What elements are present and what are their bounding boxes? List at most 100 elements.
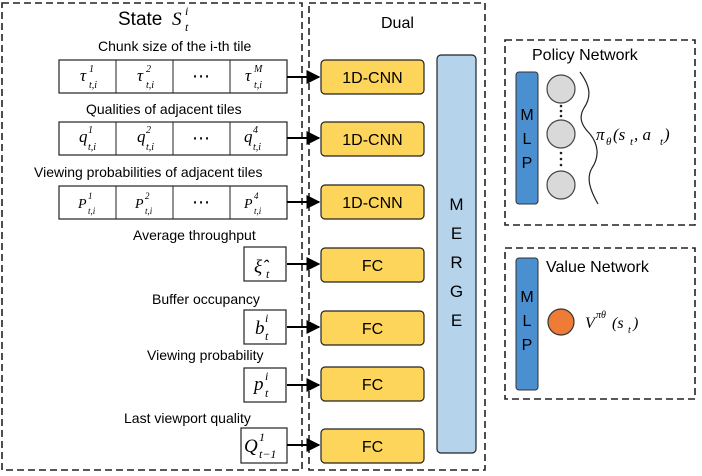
- cell-p-2: P 2 t,i: [134, 191, 153, 216]
- scalar-input-buffer: [243, 309, 287, 345]
- svg-text:V: V: [585, 315, 597, 332]
- svg-text:i: i: [265, 369, 268, 383]
- value-output-node: [547, 308, 575, 336]
- cell-Q: Q 1 t−1: [244, 430, 276, 461]
- svg-text:t,i: t,i: [88, 142, 96, 153]
- svg-text:P: P: [77, 197, 87, 212]
- svg-text:t: t: [265, 329, 269, 343]
- svg-text:t,i: t,i: [88, 206, 96, 216]
- row-label-average-throughput: Average throughput: [133, 227, 256, 243]
- svg-text:q: q: [244, 127, 253, 146]
- state-title-sup: i: [185, 4, 188, 18]
- state-panel: [1, 2, 303, 471]
- svg-text:t,i: t,i: [146, 142, 154, 153]
- fc-block-label: FC: [362, 258, 383, 275]
- scalar-input-viewing-probability: [243, 367, 287, 403]
- mlp-letter: L: [523, 313, 532, 330]
- mlp-letter: L: [523, 131, 532, 148]
- cnn-block-label: 1D-CNN: [342, 70, 402, 87]
- svg-text:1: 1: [88, 191, 93, 201]
- row-label-buffer-occupancy: Buffer occupancy: [152, 291, 260, 307]
- svg-text:P: P: [134, 197, 144, 212]
- cell-p-1: P 1 t,i: [77, 191, 96, 216]
- fc-block-label: FC: [362, 439, 383, 456]
- svg-text:2: 2: [145, 191, 150, 201]
- cell-xi: ξ̂ t: [254, 257, 270, 281]
- row-label-chunk-size: Chunk size of the i-th tile: [98, 38, 252, 54]
- svg-text:t−1: t−1: [259, 447, 276, 461]
- policy-network-title: Policy Network: [532, 47, 639, 64]
- fc-block-buffer: [320, 310, 425, 346]
- mlp-letter: M: [520, 289, 533, 306]
- cell-q-2: q 2 t,i: [137, 125, 154, 153]
- cell-tau-2: τ 2 t,i: [137, 64, 154, 91]
- svg-text:θ: θ: [606, 136, 612, 148]
- svg-text:): ): [632, 315, 638, 332]
- fc-block-viewing-probability: [320, 366, 425, 402]
- svg-text:t: t: [266, 267, 270, 281]
- merge-letter: E: [451, 311, 462, 330]
- svg-text:i: i: [265, 311, 268, 325]
- svg-text:P: P: [243, 197, 253, 212]
- svg-text:4: 4: [253, 125, 258, 136]
- value-output-label: V πθ (s t ): [585, 310, 638, 336]
- cell-ellipsis: ⋯: [192, 192, 210, 212]
- svg-text:2: 2: [146, 64, 151, 75]
- svg-text:q: q: [79, 127, 88, 146]
- value-mlp-block: [515, 257, 539, 391]
- merge-bar: [436, 54, 477, 454]
- merge-letter: G: [450, 282, 463, 301]
- cell-ellipsis: ⋯: [192, 128, 210, 148]
- cnn-block-qualities: [320, 121, 425, 157]
- row-label-viewing-probabilities: Viewing probabilities of adjacent tiles: [34, 164, 263, 180]
- fc-block-throughput: [320, 247, 425, 283]
- svg-text:t: t: [265, 386, 269, 400]
- policy-mlp-block: [515, 71, 539, 205]
- mlp-letter: P: [522, 337, 533, 354]
- cell-p-4: P 4 t,i: [243, 191, 262, 216]
- policy-output-node: [546, 170, 576, 200]
- cell-b: b i t: [255, 311, 269, 343]
- policy-output-node: [546, 119, 576, 149]
- policy-output-label: π θ (s t , a t ): [596, 125, 670, 148]
- cell-tau-m: τ M t,i: [245, 64, 263, 91]
- merge-label: M E R G E: [449, 195, 463, 330]
- svg-text:1: 1: [259, 430, 265, 444]
- mlp-letter: M: [520, 107, 533, 124]
- cell-p: p i t: [252, 369, 269, 400]
- fc-block-label: FC: [362, 321, 383, 338]
- state-title-text: State: [118, 9, 162, 30]
- state-title-sub: t: [185, 20, 189, 34]
- fc-block-last-quality: [320, 428, 425, 464]
- mlp-letter: P: [522, 155, 533, 172]
- svg-text:π: π: [596, 125, 605, 144]
- cell-q-1: q 1 t,i: [79, 125, 96, 153]
- svg-text:(s: (s: [612, 315, 624, 332]
- policy-node-dots: [559, 104, 563, 167]
- row-label-viewing-probability: Viewing probability: [147, 347, 263, 363]
- cell-tau-1: τ 1 t,i: [80, 64, 97, 91]
- value-network-title: Value Network: [546, 259, 650, 276]
- cnn-block-label: 1D-CNN: [342, 132, 402, 149]
- cnn-block-viewing-probabilities: [320, 184, 425, 220]
- svg-text:t,i: t,i: [253, 142, 261, 153]
- fc-block-label: FC: [362, 377, 383, 394]
- svg-text:t: t: [660, 136, 664, 148]
- svg-text:b: b: [255, 318, 265, 339]
- svg-text:πθ: πθ: [596, 310, 606, 321]
- svg-text:t: t: [630, 136, 634, 148]
- cell-ellipsis: ⋯: [192, 66, 210, 86]
- svg-text:t,i: t,i: [146, 80, 154, 91]
- policy-output-node: [546, 74, 576, 104]
- svg-text:t,i: t,i: [254, 80, 262, 91]
- svg-text:t,i: t,i: [145, 206, 153, 216]
- policy-network-panel: [504, 39, 696, 226]
- svg-text:p: p: [252, 374, 264, 395]
- svg-text:4: 4: [254, 191, 259, 201]
- svg-text:): ): [663, 125, 670, 144]
- row-label-last-viewport-quality: Last viewport quality: [124, 410, 251, 426]
- svg-text:t,i: t,i: [89, 80, 97, 91]
- svg-text:M: M: [253, 64, 263, 75]
- svg-text:q: q: [137, 127, 146, 146]
